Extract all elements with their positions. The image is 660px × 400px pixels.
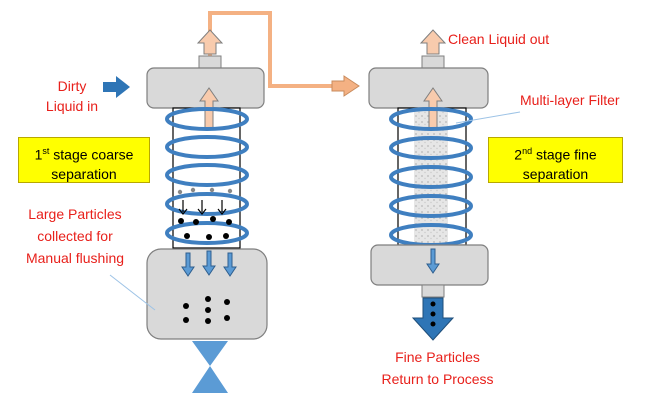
stage-2-line-2: separation xyxy=(522,165,589,182)
large-particles-callout-line xyxy=(109,274,156,311)
large-particles-line-3: Manual flushing xyxy=(25,250,125,266)
clean-liquid-out-label: Clean Liquid out xyxy=(448,31,550,47)
dirty-liquid-line-1: Dirty xyxy=(57,78,87,94)
coarse-separator xyxy=(103,29,268,393)
settling-particles xyxy=(177,187,233,240)
multi-layer-filter-element xyxy=(414,110,448,243)
bottom-nozzle-2 xyxy=(421,284,445,298)
return-arrow xyxy=(411,297,455,341)
transfer-pipe xyxy=(208,11,332,88)
transfer-inlet-arrow xyxy=(331,75,360,97)
collection-chamber xyxy=(146,248,268,340)
multi-layer-filter-label: Multi-layer Filter xyxy=(520,92,620,108)
fine-separator xyxy=(331,29,489,341)
down-flow-arrows xyxy=(181,250,237,277)
large-particles-label: Large Particles collected for Manual flu… xyxy=(5,203,145,269)
vortex-spiral-1 xyxy=(165,107,249,245)
fine-particles-line-1: Fine Particles xyxy=(395,349,480,365)
filter-callout-line xyxy=(455,111,521,124)
outlet-arrow-2 xyxy=(419,29,447,55)
stage-2-line-1: 2nd stage fine xyxy=(514,146,597,163)
stage-1-line-1: 1st stage coarse xyxy=(34,146,134,163)
fine-particles-label: Fine Particles Return to Process xyxy=(360,346,515,390)
stage-1-line-2: separation xyxy=(51,165,117,182)
bottom-down-arrow xyxy=(426,248,440,274)
stage-2-box: 2nd stage fine separation xyxy=(488,137,623,183)
large-particles-line-2: collected for xyxy=(37,228,113,244)
dirty-liquid-line-2: Liquid in xyxy=(45,98,99,114)
flush-valve[interactable] xyxy=(192,341,228,393)
large-particles-line-1: Large Particles xyxy=(28,206,122,222)
return-particles xyxy=(430,301,436,327)
dirty-liquid-in-label: Dirty Liquid in xyxy=(42,76,102,116)
fine-particles-line-2: Return to Process xyxy=(381,371,494,387)
outlet-arrow-1 xyxy=(196,29,224,55)
inlet-arrow xyxy=(103,76,130,98)
stage-1-box: 1st stage coarse separation xyxy=(18,137,150,183)
collected-particles xyxy=(183,296,230,324)
vortex-spiral-2 xyxy=(389,107,473,247)
